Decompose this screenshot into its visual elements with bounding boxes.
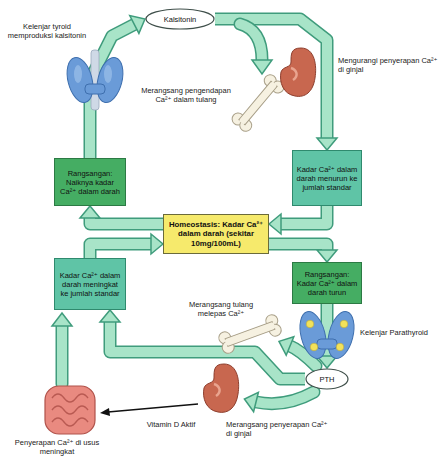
stimulus-box: Rangsangan: Kadar Ca²⁺ dalam darah turun [292, 262, 362, 304]
annotation-label: Penyerapan Ca²⁺ di usus meningkat [2, 438, 112, 456]
branch-arrow [244, 392, 314, 412]
flow-arrow [90, 234, 163, 258]
parathyroid-gland [296, 309, 359, 361]
annotation-label: Kelenjar Parathyroid [360, 328, 430, 337]
branch-arrow [240, 24, 272, 74]
homeostasis-box: Homeostasis: Kadar Ca²⁺ dalam darah (sek… [163, 214, 269, 254]
flow-arrow [100, 310, 305, 379]
result-box: Kadar Ca²⁺ dalam darah menurun ke jumlah… [292, 150, 362, 206]
annotation-label: Merangsang pengendapan Ca²⁺ dalam tulang [140, 86, 232, 104]
result-box: Kadar Ca²⁺ dalam darah meningkat ke juml… [54, 258, 126, 310]
thyroid-gland [63, 50, 127, 110]
flow-arrow [269, 206, 327, 234]
annotation-label: Merangsang penyerapan Ca²⁺ di ginjal [226, 420, 330, 438]
node-text: Rangsangan: Naiknya kadar Ca²⁺ dalam dar… [58, 169, 122, 196]
node-text: Kadar Ca²⁺ dalam darah meningkat ke juml… [58, 271, 122, 298]
branch-arrow [52, 313, 72, 384]
stimulus-box: Rangsangan: Naiknya kadar Ca²⁺ dalam dar… [54, 158, 126, 206]
node-text: Kalsitonin [164, 15, 197, 24]
hormone-ellipse: Kalsitonin [145, 8, 215, 30]
kidney [204, 364, 239, 412]
flow-arrow [80, 206, 163, 224]
hormone-ellipse: PTH [305, 368, 349, 390]
node-text: PTH [320, 375, 335, 384]
annotation-label: Merangsang tulang melepas Ca²⁺ [178, 300, 264, 318]
annotation-label: Mengurangi penyerapan Ca²⁺ di ginjal [338, 56, 442, 74]
flow-arrow [215, 19, 337, 150]
bone [230, 72, 287, 134]
flow-arrow [269, 244, 337, 262]
node-text: Homeostasis: Kadar Ca²⁺ dalam darah (sek… [167, 220, 265, 248]
annotation-label: Kelenjar tyroid memproduksi kalsitonin [2, 22, 92, 40]
bone [217, 313, 283, 355]
vitamin-arrow [100, 404, 198, 416]
node-text: Kadar Ca²⁺ dalam darah menurun ke jumlah… [296, 165, 358, 192]
node-text: Rangsangan: Kadar Ca²⁺ dalam darah turun [296, 270, 358, 297]
intestine [45, 386, 95, 434]
kidney [281, 48, 316, 96]
annotation-label: Vitamin D Aktif [146, 420, 196, 429]
